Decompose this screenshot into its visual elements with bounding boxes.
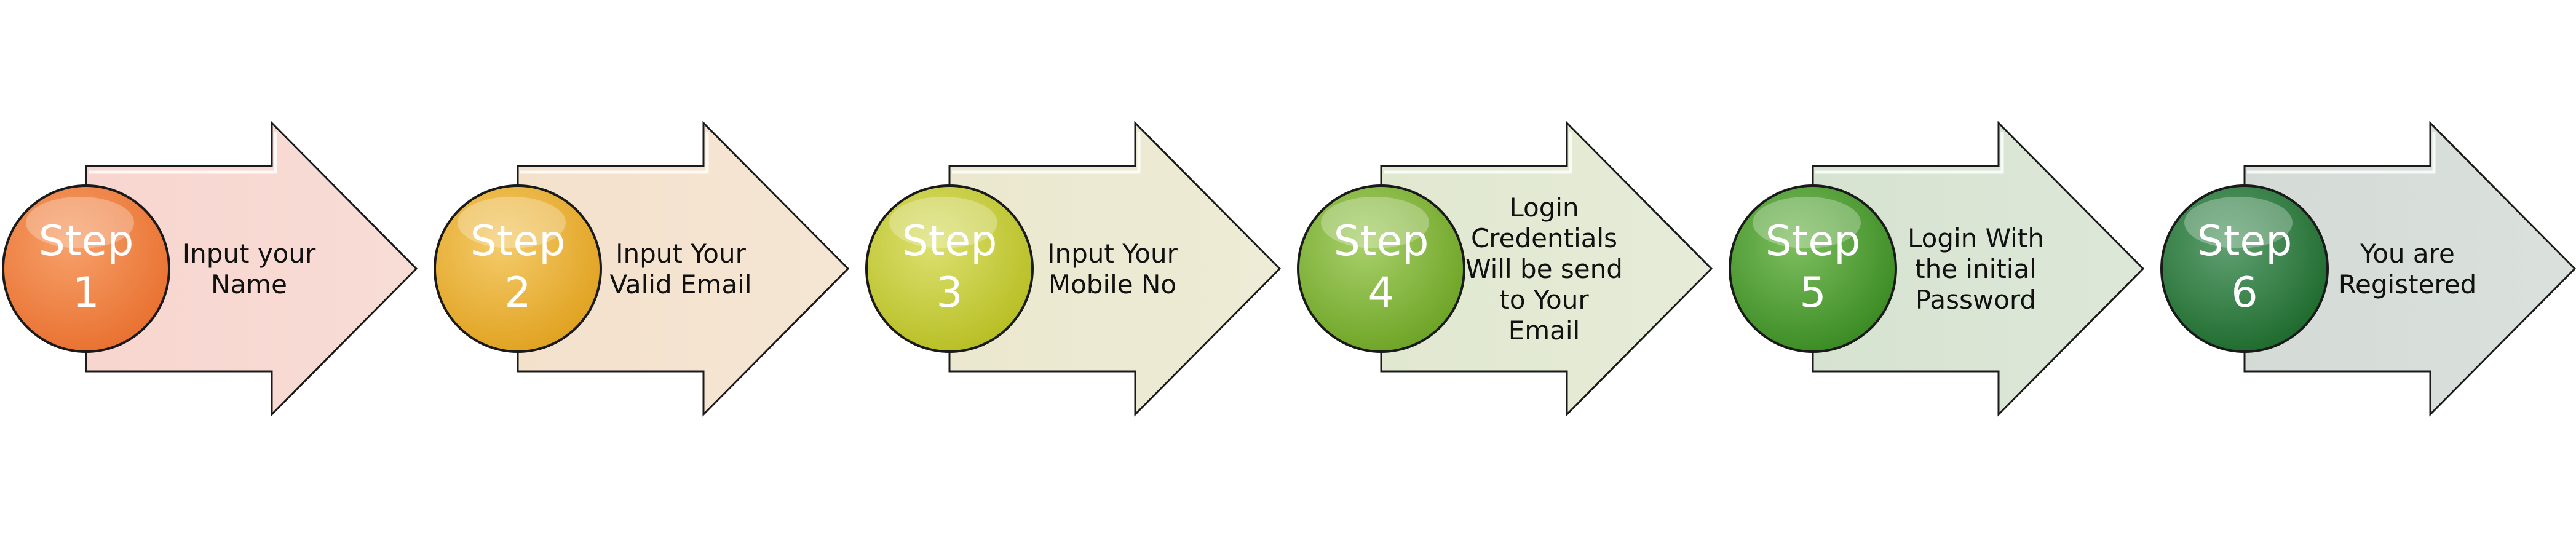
step-description-line: Valid Email [609,269,751,299]
step-badge [2163,187,2326,350]
badge-gloss [1321,197,1429,248]
step-badge-label: Step [39,217,134,266]
step-arrow [517,121,850,417]
step-badge [436,187,600,350]
step-badge-number: 2 [504,269,531,317]
step-description-line: Login With [1908,223,2044,253]
step-badge [4,187,168,350]
step-badge [868,187,1031,350]
badge-gloss [889,197,997,248]
step-badge-number: 4 [1368,269,1394,317]
step-badge-label: Step [470,217,566,266]
arrow-highlight [1384,132,1572,174]
step-badge-label: Step [902,217,997,266]
step-description-line: You are [2360,239,2455,269]
badge-gloss [458,197,566,248]
arrow-highlight [89,132,277,174]
step-description-line: Password [1916,285,2036,315]
step-description-line: Email [1508,315,1580,346]
step-badge [1731,187,1895,350]
step-arrow [2243,121,2576,417]
step-arrow [1380,121,1713,417]
step-arrow [1812,121,2145,417]
step-description-line: Mobile No [1048,269,1176,299]
step-description-line: to Your [1499,285,1589,315]
step-badge-number: 5 [1799,269,1826,317]
step-badge [1299,187,1463,350]
step-description-line: Login [1509,192,1579,223]
step-description-line: Name [211,269,287,299]
step-badge-number: 6 [2231,269,2257,317]
step-description-line: Will be send [1465,254,1623,284]
badge-gloss [26,197,134,248]
step-description-line: the initial [1915,254,2037,284]
step-description-line: Input your [183,239,316,269]
arrow-highlight [520,132,709,174]
step-arrow [85,121,418,417]
step-badge-label: Step [1334,217,1429,266]
step-arrow [948,121,1282,417]
step-description-line: Input Your [616,239,746,269]
badge-gloss [2184,197,2293,248]
arrow-highlight [952,132,1141,174]
step-badge-number: 3 [936,269,962,317]
step-badge-label: Step [1766,217,1861,266]
step-description-line: Registered [2339,269,2477,299]
step-badge-number: 1 [73,269,99,317]
step-description-line: Credentials [1471,223,1617,253]
step-badge-label: Step [2197,217,2293,266]
step-description-line: Input Your [1047,239,1178,269]
arrow-highlight [2247,132,2436,174]
arrow-highlight [1815,132,2004,174]
badge-gloss [1753,197,1861,248]
